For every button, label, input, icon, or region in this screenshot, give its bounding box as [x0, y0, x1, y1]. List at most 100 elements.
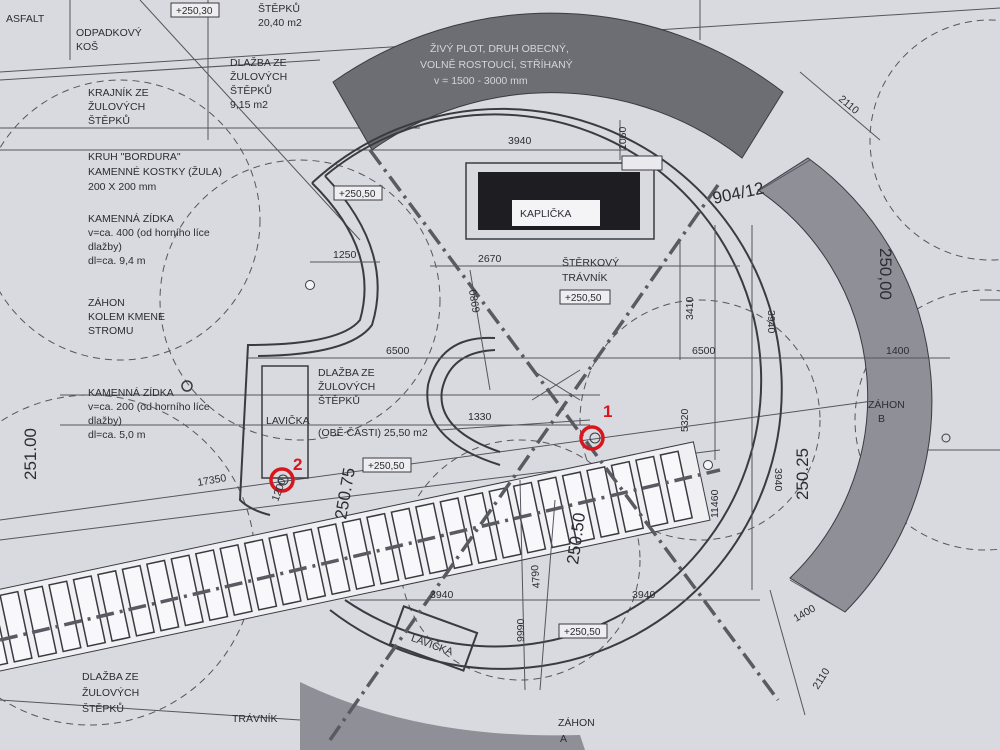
label-plot-2: VOLNĚ ROSTOUCÍ, STŘÍHANÝ [420, 58, 573, 71]
level-a: +250,50 [339, 189, 376, 200]
level-top: +250,30 [176, 6, 213, 17]
label-zahon-a-2: A [560, 733, 567, 745]
label-stepku-top-1: ŠTĚPKŮ [258, 2, 300, 15]
label-sterkovy-3: +250,50 [565, 293, 602, 304]
label-kruh-1: KRUH "BORDURA" [88, 151, 181, 163]
hedge-and-beds [300, 12, 933, 750]
paving-slab [268, 533, 302, 606]
label-dlazba-bottom-1: DLAŽBA ZE [82, 670, 139, 683]
label-krajnik-3: ŠTĚPKŮ [88, 114, 130, 127]
label-zahon-strom-1: ZÁHON [88, 296, 125, 309]
label-zidka2-2: v=ca. 200 (od horního líce [88, 401, 210, 413]
paving-slab [292, 528, 327, 601]
dim-11460: 11460 [709, 489, 721, 518]
label-krajnik-2: ŽULOVÝCH [88, 100, 145, 113]
paving-slab [97, 569, 131, 642]
label-zidka1-2: v=ca. 400 (od horního líce [88, 227, 210, 239]
label-dlazba-mid-1: DLAŽBA ZE [318, 366, 375, 379]
paving-slab [121, 564, 156, 637]
marker-2: 2 [269, 455, 302, 493]
label-parcel: 904/12 [711, 179, 766, 208]
dimension-lines [248, 71, 950, 716]
axis-lines [0, 148, 780, 742]
elevation-251-00: 251.00 [21, 428, 40, 480]
label-zidka2-3: dlažby) [88, 415, 122, 427]
dim-2670: 2670 [478, 253, 502, 265]
dim-17350: 17350 [196, 472, 227, 489]
label-zidka1-3: dlažby) [88, 241, 122, 253]
label-stepku-top-2: 20,40 m2 [258, 17, 302, 29]
elevation-250-00: 250,00 [876, 248, 895, 300]
paving-slab [72, 575, 107, 648]
dim-2110-bottom: 2110 [810, 666, 832, 692]
hedge-band [332, 12, 784, 159]
label-lavicka-1: LAVIČKA [266, 414, 310, 427]
dim-3940-bottom-right: 3940 [632, 589, 656, 601]
level-b: +250,50 [368, 461, 405, 472]
label-zahon-strom-3: STROMU [88, 325, 134, 337]
dim-9990: 9990 [515, 618, 527, 642]
label-sterkovy-1: ŠTĚRKOVÝ [562, 256, 619, 269]
dim-3940-top: 3940 [508, 135, 532, 147]
level-boxes: +250,30 +250,50 +250,50 +250,50 [170, 2, 608, 639]
label-kruh-2: KAMENNÉ KOSTKY (ŽULA) [88, 165, 222, 178]
paving-strip [0, 441, 711, 681]
dim-6500-right: 6500 [692, 345, 716, 357]
paving-slab [243, 538, 278, 611]
background-linework [0, 0, 1000, 726]
paving-slab [635, 455, 669, 528]
paving-slab [219, 543, 253, 616]
elevation-250-25: 250.25 [793, 448, 812, 500]
paving-slab [23, 585, 58, 658]
level-c: +250,50 [564, 627, 601, 638]
dim-3410: 3410 [684, 296, 696, 320]
label-zahon-b-2: B [878, 413, 885, 425]
label-zidka1-1: KAMENNÁ ZÍDKA [88, 212, 174, 225]
dim-3940-r1: 3940 [765, 310, 777, 334]
paving-slab [194, 549, 229, 622]
marker-1: 1 [579, 402, 612, 451]
label-dlazba-top-2: ŽULOVÝCH [230, 70, 287, 83]
dim-6980: 6980 [467, 288, 483, 313]
label-zahon-b-1: ZÁHON [868, 398, 905, 411]
label-dlazba-top-3: ŠTĚPKŮ [230, 84, 272, 97]
label-kruh-3: 200 X 200 mm [88, 181, 157, 193]
paving-slab [586, 465, 620, 539]
label-zahon-strom-2: KOLEM KMENE [88, 311, 165, 323]
site-points [181, 280, 951, 486]
dim-1250: 1250 [333, 249, 357, 261]
label-plot-3: v = 1500 - 3000 mm [434, 75, 528, 87]
planting-bed-a [300, 682, 585, 750]
label-odpadkovy-2: KOŠ [76, 40, 98, 53]
paving-slab [0, 595, 9, 668]
label-zidka2-4: dl=ca. 5,0 m [88, 429, 146, 441]
label-dlazba-bottom-3: ŠTĚPKŮ [82, 702, 124, 715]
label-dlazba-top-1: DLAŽBA ZE [230, 56, 287, 69]
dim-1400-bottom: 1400 [792, 602, 818, 624]
dim-3940-bottom-left: 3940 [430, 589, 454, 601]
marker-1-label: 1 [603, 402, 612, 421]
label-kaplicka: KAPLIČKA [520, 207, 571, 220]
dim-6500-left: 6500 [386, 345, 410, 357]
label-zidka1-4: dl=ca. 9,4 m [88, 255, 146, 267]
dim-1330: 1330 [468, 411, 492, 423]
benches [261, 365, 479, 672]
label-dlazba-mid-4: (OBĚ ČÁSTI) 25,50 m2 [318, 426, 428, 439]
label-zidka2-1: KAMENNÁ ZÍDKA [88, 386, 174, 399]
label-dlazba-mid-2: ŽULOVÝCH [318, 380, 375, 393]
dim-4790: 4790 [529, 564, 543, 588]
paving-slab [48, 580, 82, 653]
label-plot-1: ŽIVÝ PLOT, DRUH OBECNÝ, [430, 42, 569, 55]
dim-5320: 5320 [679, 408, 691, 432]
dim-1060: 1060 [617, 126, 629, 150]
plaza-outline [238, 107, 846, 670]
label-sterkovy-2: TRÁVNÍK [562, 271, 608, 284]
paving-slab [170, 554, 204, 627]
dim-3940-r2: 3940 [772, 468, 784, 492]
paving-slab [145, 559, 180, 632]
label-dlazba-bottom-2: ŽULOVÝCH [82, 686, 139, 699]
marker-2-label: 2 [293, 455, 302, 474]
label-asfalt: ASFALT [6, 13, 45, 25]
label-dlazba-top-4: 9,15 m2 [230, 99, 268, 111]
